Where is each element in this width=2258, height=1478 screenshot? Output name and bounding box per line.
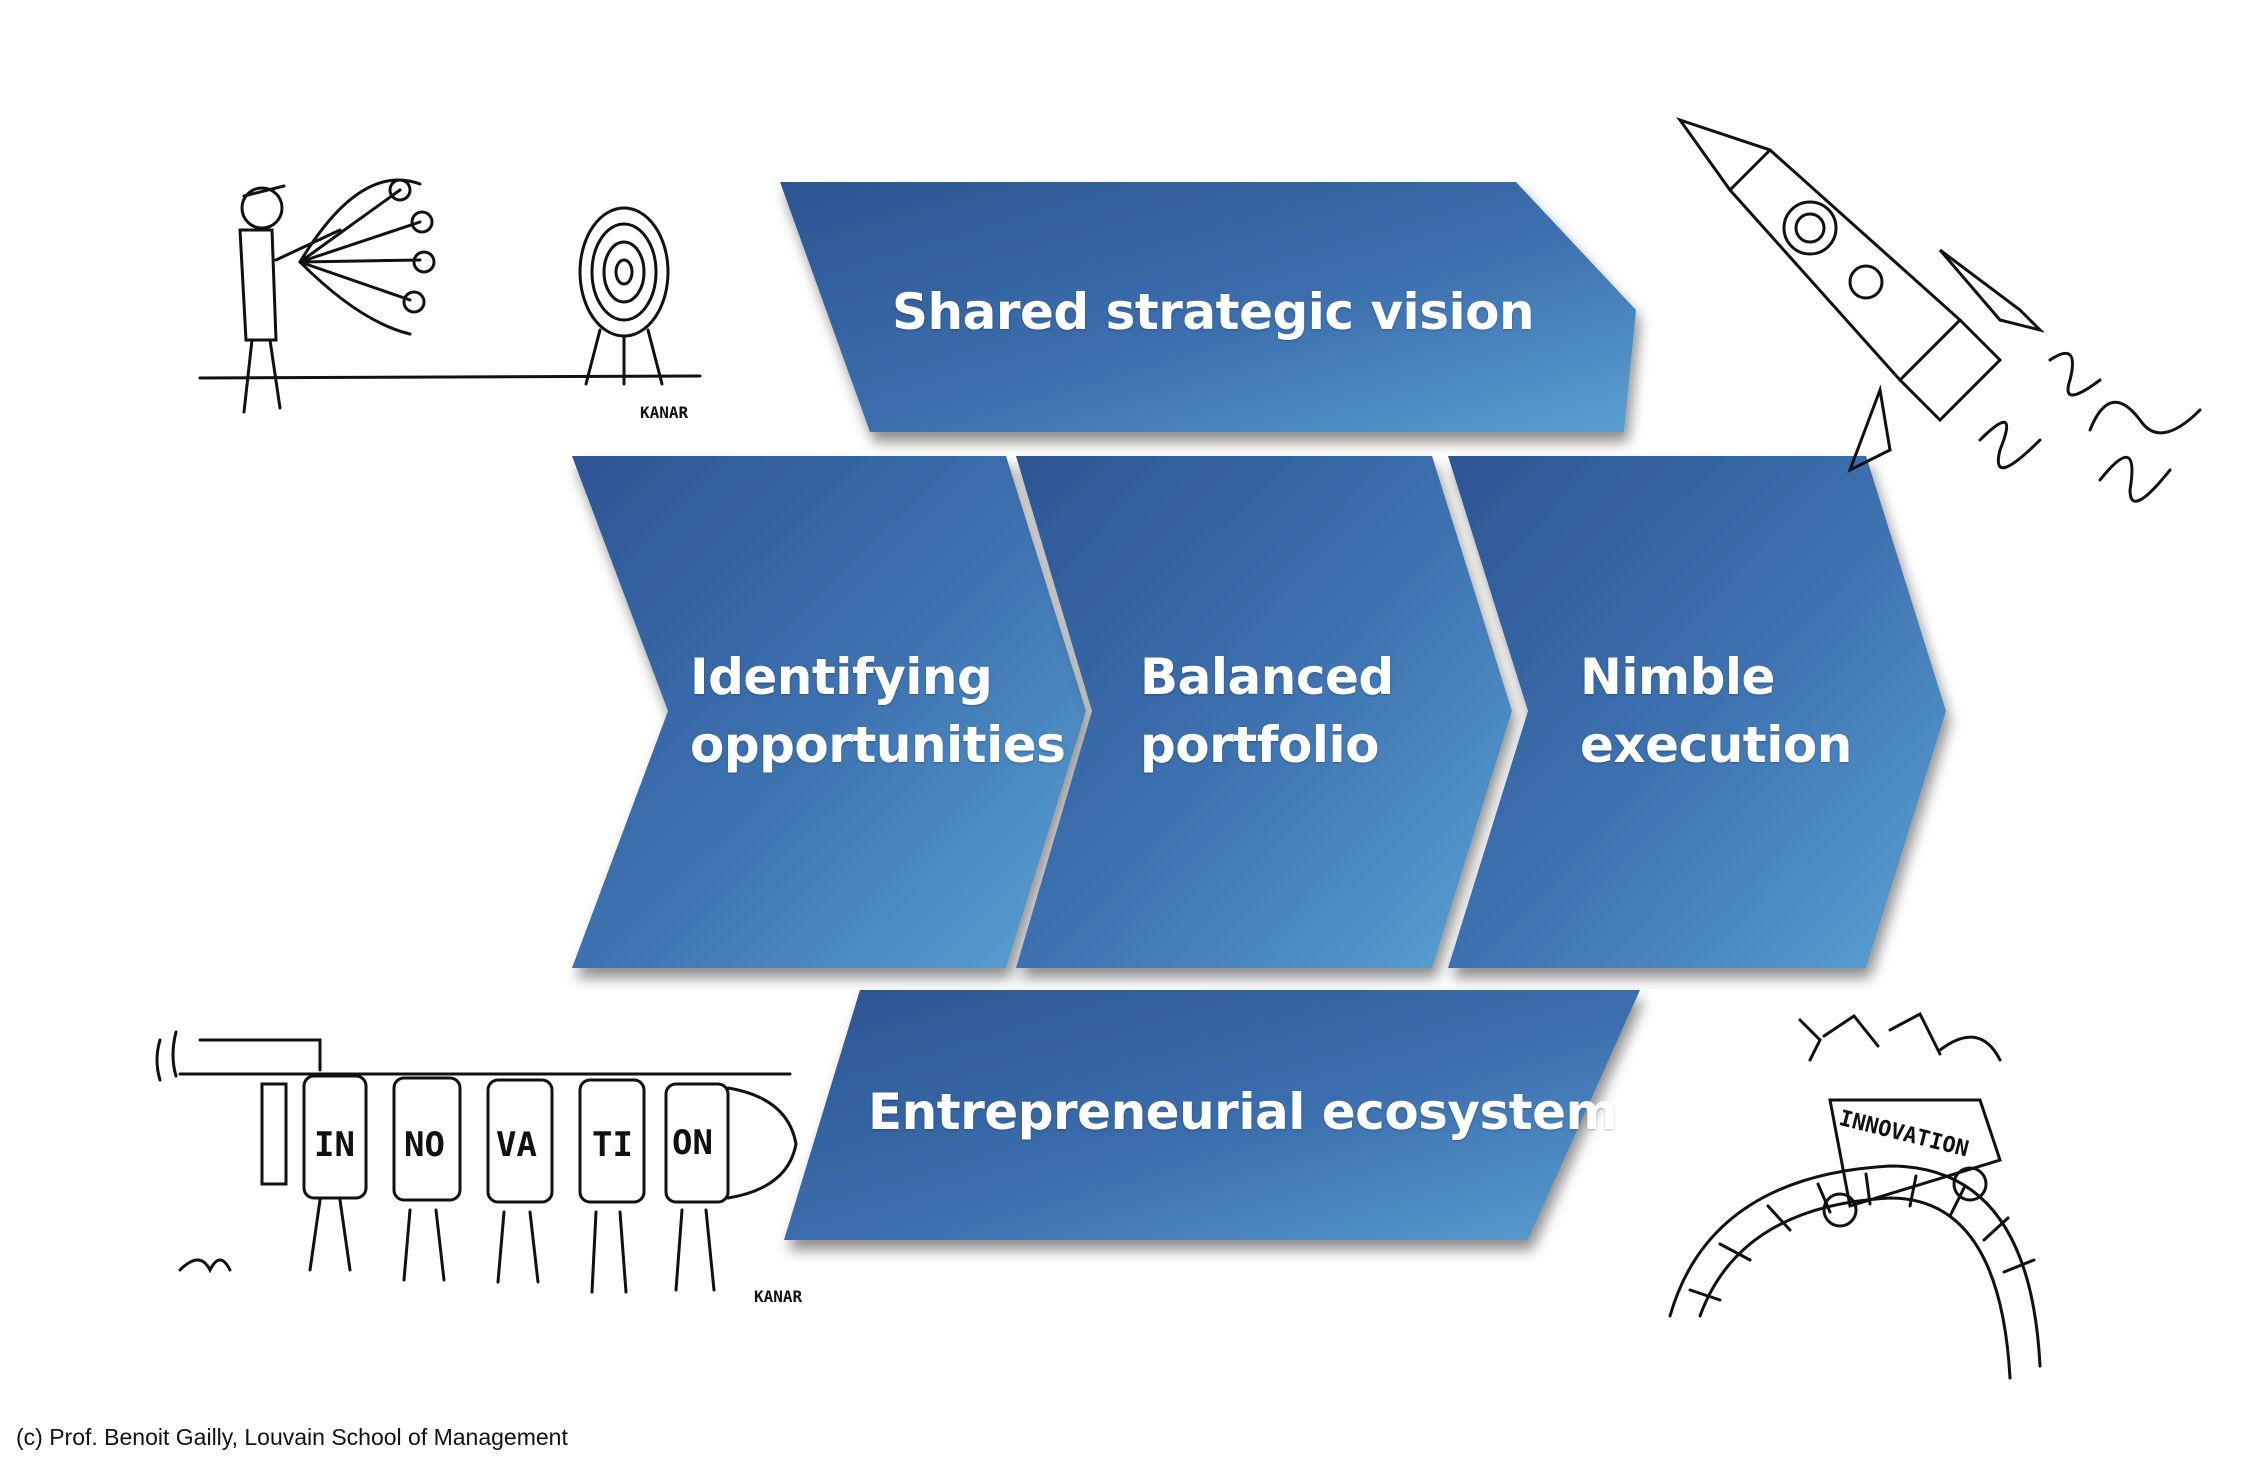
archer-cartoon bbox=[198, 178, 702, 414]
signature-archer: KANAR bbox=[640, 403, 689, 422]
train-letter-1: IN bbox=[314, 1125, 355, 1165]
signature-train: KANAR bbox=[754, 1287, 803, 1306]
chevron-1-label-line2: opportunities bbox=[690, 716, 1066, 774]
chevron-2-label-line1: Balanced bbox=[1140, 648, 1394, 706]
innovation-train-cartoon bbox=[155, 1030, 798, 1294]
chevron-nimble-execution bbox=[1448, 456, 1946, 968]
bottom-band bbox=[784, 990, 1640, 1240]
train-letter-2: NO bbox=[404, 1125, 445, 1165]
rocket-cartoon bbox=[1676, 117, 2202, 503]
top-band-label: Shared strategic vision bbox=[892, 283, 1535, 341]
coaster-text: INNOVATION bbox=[1836, 1106, 1971, 1162]
top-band bbox=[780, 182, 1636, 432]
chevron-2-label-line2: portfolio bbox=[1140, 716, 1379, 774]
chevron-identifying-opportunities bbox=[572, 456, 1086, 968]
chevron-balanced-portfolio bbox=[1016, 456, 1512, 968]
train-letter-5: ON bbox=[672, 1123, 713, 1163]
chevron-3-label-line2: execution bbox=[1580, 716, 1852, 774]
chevron-1-label-line1: Identifying bbox=[690, 648, 993, 706]
train-letter-3: VA bbox=[496, 1125, 537, 1165]
roller-coaster-cartoon bbox=[1668, 1011, 2042, 1380]
chevron-3-label-line1: Nimble bbox=[1580, 648, 1775, 706]
credit-text: (c) Prof. Benoit Gailly, Louvain School … bbox=[16, 1424, 568, 1450]
bottom-band-label: Entrepreneurial ecosystem bbox=[868, 1083, 1618, 1141]
train-letters: IN NO VA TI ON bbox=[314, 1123, 713, 1165]
train-letter-4: TI bbox=[592, 1125, 633, 1165]
